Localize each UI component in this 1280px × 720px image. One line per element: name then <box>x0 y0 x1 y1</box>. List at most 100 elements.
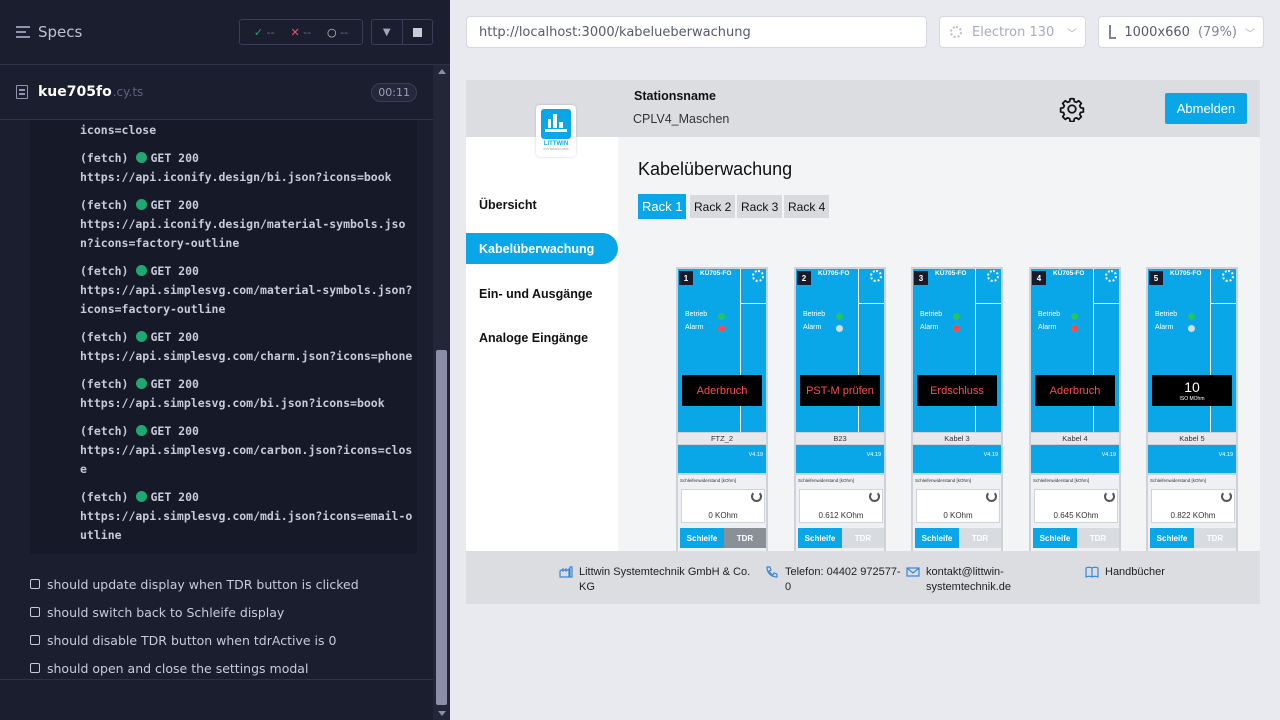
settings-gear-icon[interactable] <box>1059 96 1085 122</box>
scroll-down-icon[interactable] <box>438 711 446 716</box>
url-bar[interactable]: http://localhost:3000/kabelueberwachung <box>466 16 927 48</box>
log-type: (fetch) <box>80 377 128 391</box>
log-entry[interactable]: (fetch)GET 200https://api.simplesvg.com/… <box>80 422 417 479</box>
schleife-button[interactable]: Schleife <box>680 528 724 548</box>
divider <box>1093 269 1094 435</box>
tdr-button[interactable]: TDR <box>724 528 766 548</box>
tdr-button[interactable]: TDR <box>1194 528 1236 548</box>
betrieb-label: Betrieb <box>685 311 707 318</box>
log-entry[interactable]: (fetch)GET 200https://api.iconify.design… <box>80 149 417 187</box>
alarm-label: Alarm <box>1155 324 1173 331</box>
log-entry[interactable]: (fetch)GET 200https://api.simplesvg.com/… <box>80 488 417 545</box>
cable-module: 4KÜ705-FOBetriebAlarmAderbruchKabel 4V4.… <box>1029 267 1121 557</box>
logo-mark-icon <box>541 109 571 139</box>
scroll-up-icon[interactable] <box>438 69 446 74</box>
status-dot-icon <box>136 378 147 389</box>
test-status-icon <box>30 635 40 645</box>
schleife-button[interactable]: Schleife <box>1033 528 1077 548</box>
log-entry[interactable]: (fetch)GET 200https://api.simplesvg.com/… <box>80 328 417 366</box>
littwin-logo: LITTWIN SYSTEMTECHNIK <box>536 105 576 157</box>
resistance-box: 0.612 KOhm <box>799 489 883 523</box>
divider <box>740 303 766 304</box>
tab-rack-1[interactable]: Rack 1 <box>638 194 686 219</box>
nav-overview[interactable]: Übersicht <box>466 189 618 220</box>
refresh-icon[interactable] <box>1104 491 1115 502</box>
spec-header[interactable]: kue705fo .cy.ts 00:11 <box>0 65 433 120</box>
nav-analog-inputs[interactable]: Analoge Eingänge <box>466 322 618 353</box>
module-number: 5 <box>1149 271 1163 285</box>
nav-cable-monitoring[interactable]: Kabelüberwachung <box>466 233 618 264</box>
module-settings-gear-icon[interactable] <box>870 270 882 282</box>
test-title: should update display when TDR button is… <box>47 577 359 592</box>
module-version: V4.19 <box>984 452 998 458</box>
log-entry[interactable]: (fetch)GET 200https://api.simplesvg.com/… <box>80 375 417 413</box>
footer-email[interactable]: kontakt@littwin-systemtechnik.de <box>906 565 1036 595</box>
specs-toggle[interactable]: Specs <box>16 23 82 41</box>
betrieb-led-icon <box>1188 313 1195 320</box>
browser-select[interactable]: Electron 130 ﹀ <box>939 16 1086 48</box>
viewport-select[interactable]: 1000x660 (79%) ﹀ <box>1098 16 1264 48</box>
tab-rack-2[interactable]: Rack 2 <box>690 195 735 218</box>
module-settings-gear-icon[interactable] <box>1222 270 1234 282</box>
app-header: Stationsname CPLV4_Maschen Abmelden <box>466 80 1260 137</box>
tdr-button[interactable]: TDR <box>842 528 884 548</box>
module-version: V4.19 <box>867 452 881 458</box>
nav-inputs-outputs[interactable]: Ein- und Ausgänge <box>466 278 618 309</box>
module-lower-panel: Schleifenwiderstand [kOhm]0.645 KOhmSchl… <box>1031 473 1119 563</box>
alarm-label: Alarm <box>685 324 703 331</box>
log-url: https://api.simplesvg.com/mdi.json?icons… <box>80 509 412 542</box>
module-settings-gear-icon[interactable] <box>1105 270 1117 282</box>
scroll-thumb[interactable] <box>436 350 447 705</box>
cable-module: 5KÜ705-FOBetriebAlarm10ISO MOhmKabel 5V4… <box>1146 267 1238 557</box>
module-version: V4.19 <box>749 452 763 458</box>
module-settings-gear-icon[interactable] <box>987 270 999 282</box>
status-dot-icon <box>136 265 147 276</box>
log-entry[interactable]: (fetch)GET 200https://api.iconify.design… <box>80 196 417 253</box>
footer-manuals[interactable]: Handbücher <box>1085 565 1195 580</box>
module-display: 10ISO MOhm <box>1152 375 1232 406</box>
test-item[interactable]: should disable TDR button when tdrActive… <box>30 626 430 654</box>
refresh-icon[interactable] <box>986 491 997 502</box>
log-type: (fetch) <box>80 264 128 278</box>
schleife-button[interactable]: Schleife <box>1150 528 1194 548</box>
schleife-button[interactable]: Schleife <box>915 528 959 548</box>
refresh-icon[interactable] <box>869 491 880 502</box>
spec-extension: .cy.ts <box>113 85 144 99</box>
tab-rack-4[interactable]: Rack 4 <box>784 195 829 218</box>
divider <box>975 269 976 435</box>
tdr-button[interactable]: TDR <box>959 528 1001 548</box>
stop-button[interactable] <box>403 20 433 44</box>
logout-button[interactable]: Abmelden <box>1165 93 1247 124</box>
module-settings-gear-icon[interactable] <box>752 270 764 282</box>
resistance-value: 0 KOhm <box>682 511 764 520</box>
refresh-icon[interactable] <box>751 491 762 502</box>
tdr-button[interactable]: TDR <box>1077 528 1119 548</box>
log-status: GET 200 <box>150 377 198 391</box>
footer-phone[interactable]: Telefon: 04402 972577-0 <box>765 565 905 595</box>
betrieb-label: Betrieb <box>920 311 942 318</box>
tab-rack-3[interactable]: Rack 3 <box>737 195 782 218</box>
test-item[interactable]: should open and close the settings modal <box>30 654 430 682</box>
betrieb-label: Betrieb <box>1155 311 1177 318</box>
cable-name: Kabel 4 <box>1031 432 1119 445</box>
log-url: https://api.simplesvg.com/charm.json?ico… <box>80 349 412 363</box>
module-name: KÜ705-FO <box>1170 270 1201 277</box>
refresh-icon[interactable] <box>1221 491 1232 502</box>
resistance-box: 0.822 KOhm <box>1151 489 1235 523</box>
log-scrollbar[interactable] <box>433 65 450 720</box>
log-type: (fetch) <box>80 198 128 212</box>
log-entry[interactable]: (fetch)GET 200https://api.simplesvg.com/… <box>80 262 417 319</box>
test-stats: ✓ -- ✕ -- ○ -- <box>239 19 363 45</box>
main-content: Kabelüberwachung Rack 1 Rack 2 Rack 3 Ra… <box>618 137 1260 551</box>
test-item[interactable]: should switch back to Schleife display <box>30 598 430 626</box>
test-item[interactable]: should update display when TDR button is… <box>30 570 430 598</box>
log-status: GET 200 <box>150 490 198 504</box>
test-status-icon <box>30 607 40 617</box>
factory-icon <box>559 566 573 578</box>
schleife-button[interactable]: Schleife <box>798 528 842 548</box>
chevron-down-icon[interactable]: ▼ <box>372 20 403 44</box>
resistance-value: 0 KOhm <box>917 511 999 520</box>
menu-icon <box>16 23 30 41</box>
status-dot-icon <box>136 152 147 163</box>
spinner-icon: ○ <box>327 26 337 39</box>
